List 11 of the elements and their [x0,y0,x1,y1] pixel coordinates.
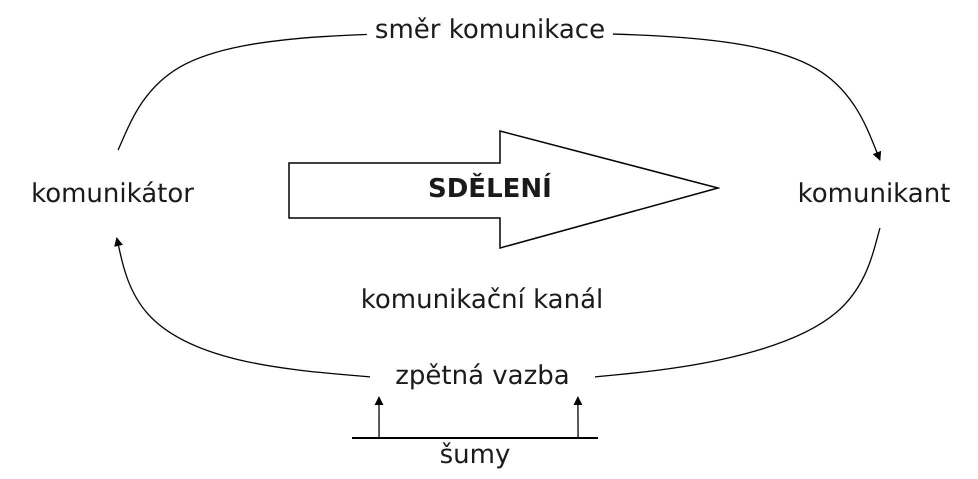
connector-line [594,228,881,378]
text-label: komunikační kanál [360,285,604,315]
message-label: SDĚLENÍ [428,174,552,204]
node-label: šumy [440,440,510,470]
node-label: komunikant [798,179,950,209]
arrow [114,237,370,378]
block-arrow [288,130,720,250]
arrow [374,396,384,437]
node-label: zpětná vazba [395,361,570,391]
arrow [573,396,582,437]
node-label: komunikátor [31,179,194,209]
